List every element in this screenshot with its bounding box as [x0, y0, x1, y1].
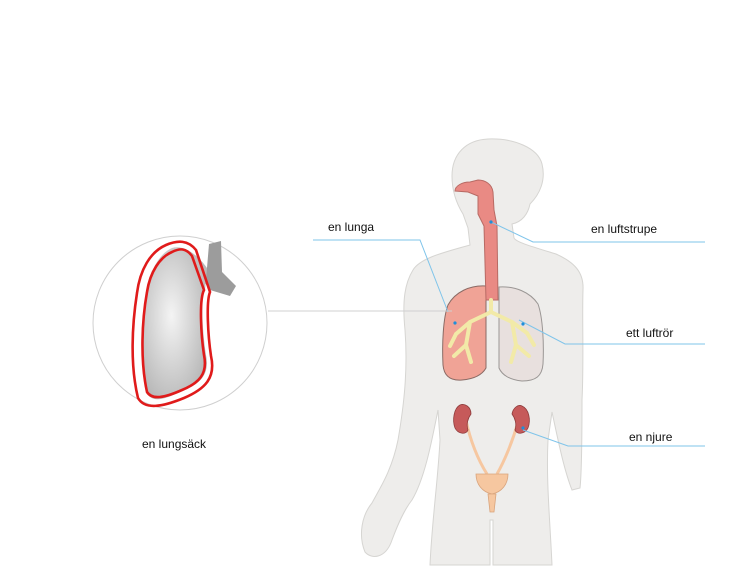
leader-kidney [522, 429, 705, 447]
pleura-outer [131, 240, 214, 408]
trachea [454, 179, 499, 301]
leader-lung [313, 239, 449, 313]
inset-lung [142, 247, 207, 400]
marker-trachea [489, 220, 493, 224]
label-trachea: en luftstrupe [591, 222, 658, 236]
marker-bronchus [521, 322, 525, 326]
urinary-system [453, 404, 530, 513]
marker-dots [453, 220, 525, 430]
leader-bronchus [518, 319, 705, 345]
leader-trachea [490, 221, 705, 243]
inset-trachea-stub [203, 241, 236, 296]
right-lung [498, 286, 544, 382]
pleura-inner [141, 248, 207, 399]
label-kidney: en njure [629, 430, 673, 444]
right-kidney [511, 405, 530, 434]
leader-lines [313, 221, 705, 447]
urethra [487, 493, 497, 513]
label-pleura: en lungsäck [142, 437, 207, 451]
bronchial-tree [448, 298, 536, 364]
marker-kidney [521, 426, 525, 430]
marker-lung [453, 321, 457, 325]
label-lung: en lunga [328, 220, 375, 234]
pleura-inset [92, 235, 268, 411]
left-kidney [453, 404, 472, 434]
label-bronchus: ett luftrör [626, 326, 674, 340]
